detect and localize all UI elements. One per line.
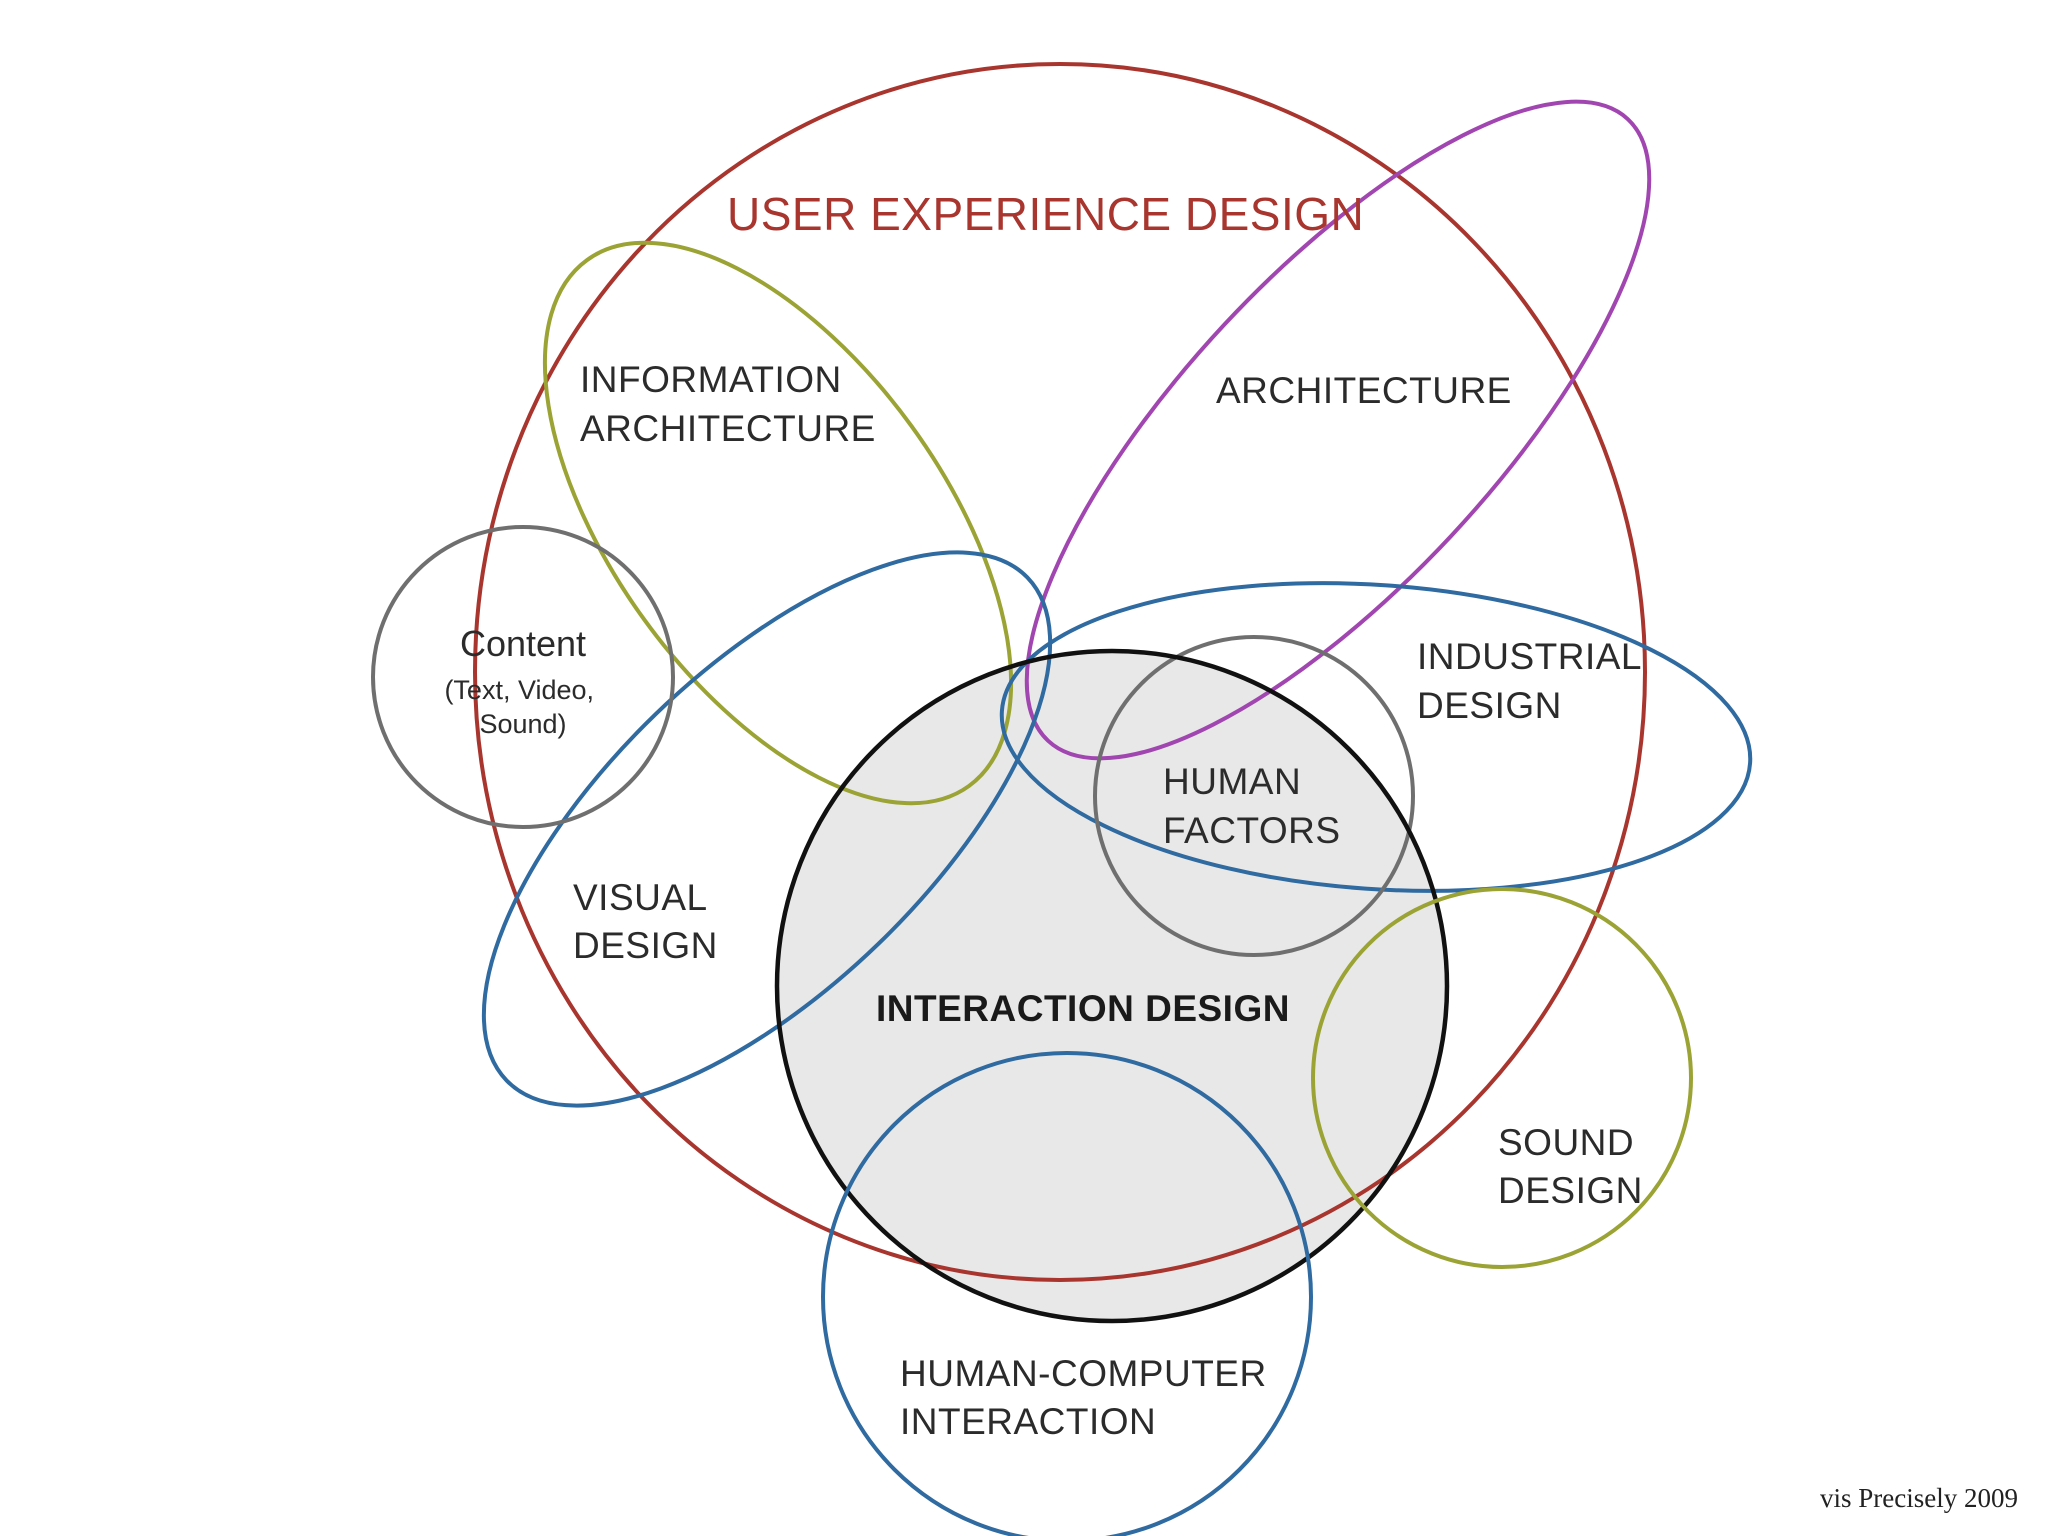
human-factors-circle [1093,635,1415,957]
information-architecture-ellipse [542,240,1014,806]
industrial-design-ellipse [999,581,1753,893]
sound-design-label: SOUND DESIGN [1498,1122,1645,1211]
ux-title-label: USER EXPERIENCE DESIGN [727,188,1364,240]
hci-circle [821,1051,1313,1536]
content-label: Content [460,623,586,664]
content-sub-label: (Text, Video, Sound) [444,675,601,739]
architecture-label: ARCHITECTURE [1216,370,1512,411]
information-architecture-label: INFORMATION ARCHITECTURE [580,359,876,449]
credit-text: vis Precisely 2009 [1820,1483,2018,1513]
content-circle [371,525,675,829]
industrial-design-label: INDUSTRIAL DESIGN [1417,636,1651,726]
user-experience-design-circle [473,62,1647,1282]
sound-design-circle [1311,887,1693,1269]
visual-design-ellipse [481,550,1053,1108]
human-factors-label: HUMAN FACTORS [1163,761,1341,851]
architecture-ellipse [1024,99,1652,761]
interaction-design-circle [777,651,1447,1321]
interaction-design-outline [774,648,1450,1324]
visual-design-label: VISUAL DESIGN [573,877,718,966]
interaction-design-label: INTERACTION DESIGN [876,988,1290,1029]
hci-label: HUMAN-COMPUTER INTERACTION [900,1353,1277,1442]
